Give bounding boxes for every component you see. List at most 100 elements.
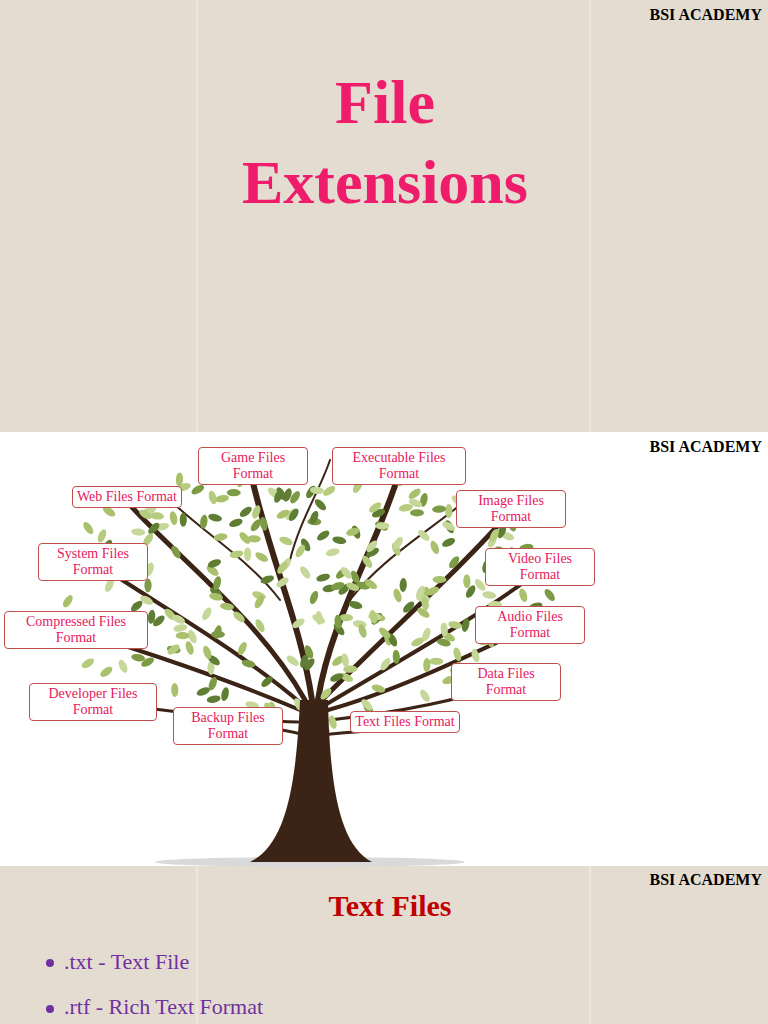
leaf bbox=[131, 528, 146, 537]
leaf bbox=[319, 686, 334, 701]
leaf bbox=[220, 602, 235, 611]
leaf bbox=[303, 644, 315, 660]
leaf bbox=[401, 600, 416, 615]
leaf bbox=[275, 508, 291, 521]
leaf bbox=[212, 575, 223, 590]
leaf bbox=[206, 694, 221, 704]
box-label: Developer Files Format bbox=[34, 686, 152, 718]
leaf bbox=[173, 623, 188, 633]
box-label: Web Files Format bbox=[77, 489, 177, 505]
leaf bbox=[313, 497, 328, 512]
leaf bbox=[441, 520, 457, 533]
leaf bbox=[429, 658, 443, 665]
leaf bbox=[151, 614, 166, 629]
leaf bbox=[425, 585, 441, 598]
leaf bbox=[166, 643, 182, 657]
brand-label: BSI ACADEMY bbox=[600, 437, 762, 457]
box-label: Video Files Format bbox=[490, 551, 590, 583]
leaf bbox=[207, 513, 222, 523]
leaf bbox=[332, 535, 347, 545]
leaf bbox=[190, 483, 206, 496]
leaf bbox=[282, 487, 294, 503]
leaf bbox=[345, 526, 360, 537]
box-label: Backup Files Format bbox=[178, 710, 278, 742]
leaf bbox=[432, 505, 446, 513]
leaf bbox=[416, 528, 431, 543]
leaf bbox=[440, 622, 448, 637]
category-box: Backup Files Format bbox=[173, 707, 283, 745]
leaf bbox=[291, 617, 307, 631]
box-label: Image Files Format bbox=[461, 493, 561, 525]
leaf bbox=[298, 565, 312, 581]
leaf bbox=[345, 581, 361, 593]
leaf bbox=[275, 575, 291, 589]
leaf bbox=[364, 539, 379, 554]
leaf bbox=[410, 509, 424, 516]
leaf bbox=[436, 637, 451, 647]
leaf bbox=[340, 653, 349, 668]
leaf bbox=[213, 532, 228, 541]
leaf bbox=[367, 500, 383, 514]
leaf bbox=[250, 504, 262, 520]
leaf bbox=[259, 516, 269, 531]
box-label: Data Files Format bbox=[456, 666, 556, 698]
leaf bbox=[418, 688, 432, 704]
leaf bbox=[169, 511, 179, 526]
leaf bbox=[228, 517, 244, 529]
leaf bbox=[357, 623, 368, 639]
leaf bbox=[452, 647, 463, 662]
category-box: System Files Format bbox=[38, 543, 148, 581]
leaf bbox=[211, 631, 225, 639]
leaf bbox=[278, 535, 294, 547]
leaf bbox=[429, 540, 441, 556]
leaf bbox=[399, 578, 407, 592]
leaf bbox=[334, 614, 342, 629]
leaf bbox=[199, 514, 208, 529]
leaf bbox=[169, 544, 182, 560]
slide-title: File Extensions bbox=[185, 62, 585, 222]
leaf bbox=[150, 512, 165, 521]
category-box: Executable Files Format bbox=[332, 447, 466, 485]
leaf bbox=[543, 587, 557, 602]
leaf bbox=[302, 657, 316, 672]
leaf bbox=[315, 529, 331, 543]
leaf bbox=[146, 521, 161, 536]
leaf bbox=[398, 503, 413, 513]
leaf bbox=[377, 626, 392, 641]
leaf bbox=[195, 685, 211, 697]
leaf bbox=[80, 657, 96, 671]
leaf bbox=[433, 576, 447, 583]
leaf bbox=[81, 520, 95, 536]
leaf bbox=[99, 665, 115, 679]
leaf bbox=[407, 487, 422, 501]
leaf bbox=[363, 577, 379, 591]
leaf bbox=[227, 489, 241, 496]
leaf bbox=[421, 627, 433, 643]
leaf bbox=[171, 613, 187, 626]
bullet-text: .rtf - Rich Text Format bbox=[64, 994, 564, 1020]
leaf bbox=[244, 547, 251, 561]
box-label: Text Files Format bbox=[355, 714, 455, 730]
leaf bbox=[348, 600, 363, 611]
category-box: Developer Files Format bbox=[29, 683, 157, 721]
leaf bbox=[220, 687, 230, 702]
leaf bbox=[259, 674, 274, 689]
leaf bbox=[180, 513, 187, 527]
bullet-dots bbox=[46, 959, 54, 1013]
leaf bbox=[139, 594, 155, 607]
leaf bbox=[376, 522, 390, 529]
leaf bbox=[374, 520, 390, 533]
leaf bbox=[482, 590, 497, 599]
leaf bbox=[329, 671, 345, 683]
leaf bbox=[463, 574, 470, 588]
leaf bbox=[378, 656, 392, 672]
bullet-text: .txt - Text File bbox=[64, 948, 564, 976]
category-box: Audio Files Format bbox=[475, 606, 585, 644]
leaf bbox=[247, 535, 261, 542]
leaf bbox=[285, 654, 300, 668]
leaf bbox=[207, 490, 218, 505]
category-box: Compressed Files Format bbox=[4, 611, 148, 649]
leaf bbox=[208, 592, 223, 602]
leaf bbox=[488, 528, 501, 544]
leaf bbox=[311, 613, 327, 626]
